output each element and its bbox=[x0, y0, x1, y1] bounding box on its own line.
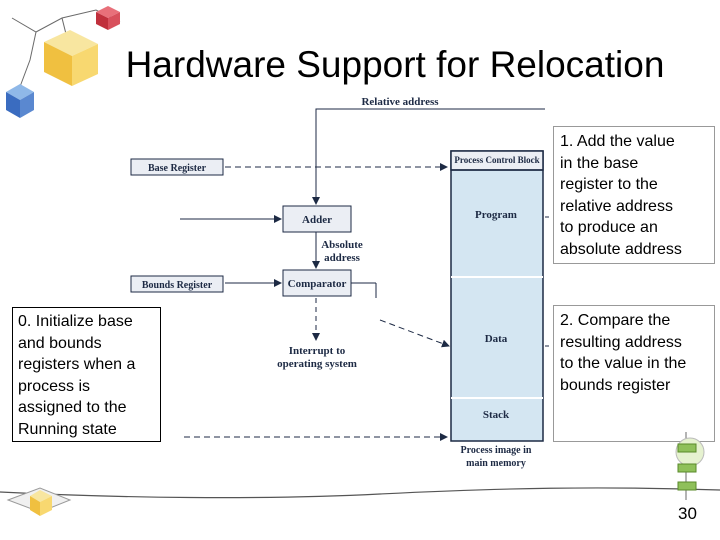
comparator-box bbox=[282, 269, 352, 297]
callout-step-1: 1. Add the value in the base register to… bbox=[553, 126, 715, 264]
process-image-memory bbox=[450, 150, 544, 442]
data-label: Data bbox=[485, 333, 508, 345]
comparator-label: Comparator bbox=[288, 278, 347, 290]
bounds-register-box bbox=[130, 275, 224, 293]
callout-step-0: 0. Initialize base and bounds registers … bbox=[12, 307, 161, 442]
process-image-label-1: Process image in bbox=[461, 445, 532, 456]
callout-step-1-line: 1. Add the value bbox=[560, 133, 675, 150]
adder-box bbox=[282, 205, 352, 233]
callout-step-0-line: assigned to the bbox=[18, 399, 127, 416]
stack-label: Stack bbox=[483, 409, 510, 421]
callout-step-2-line: resulting address bbox=[560, 333, 682, 351]
callout-step-1-line: register to the bbox=[560, 176, 658, 193]
cube-clipart-icon bbox=[6, 6, 121, 118]
relative-address-label: Relative address bbox=[361, 96, 439, 108]
callout-step-1-line: to produce an bbox=[560, 219, 658, 236]
base-register-box bbox=[130, 158, 224, 176]
bounds-register-label: Bounds Register bbox=[142, 280, 213, 291]
callout-step-0-line: and bounds bbox=[18, 334, 102, 352]
callout-step-0-line: registers when a bbox=[18, 356, 136, 373]
callout-step-2-line: bounds register bbox=[560, 376, 671, 394]
absolute-address-label-1: Absolute bbox=[321, 239, 363, 251]
base-register-label: Base Register bbox=[148, 163, 207, 174]
callout-step-0-line: process is bbox=[18, 377, 91, 395]
callout-step-2: 2. Compare the resulting address to the … bbox=[553, 305, 715, 442]
page-number: 30 bbox=[678, 504, 697, 523]
callout-step-0-line: Running state bbox=[18, 420, 117, 438]
callout-step-1-line: relative address bbox=[560, 197, 673, 215]
callout-step-1-line: absolute address bbox=[560, 240, 682, 258]
interrupt-label-2: operating system bbox=[277, 358, 357, 370]
slide-title: Hardware Support for Relocation bbox=[125, 44, 665, 85]
callout-step-2-line: to the value in the bbox=[560, 355, 687, 372]
callout-step-2-line: 2. Compare the bbox=[560, 312, 671, 329]
program-label: Program bbox=[475, 209, 517, 221]
adder-label: Adder bbox=[302, 214, 332, 226]
process-image-label-2: main memory bbox=[466, 458, 526, 469]
pcb-label: Process Control Block bbox=[454, 155, 539, 165]
absolute-address-label-2: address bbox=[324, 252, 361, 264]
callout-step-0-line: 0. Initialize base bbox=[18, 313, 133, 330]
interrupt-label-1: Interrupt to bbox=[289, 345, 346, 357]
callout-step-1-line: in the base bbox=[560, 154, 639, 172]
